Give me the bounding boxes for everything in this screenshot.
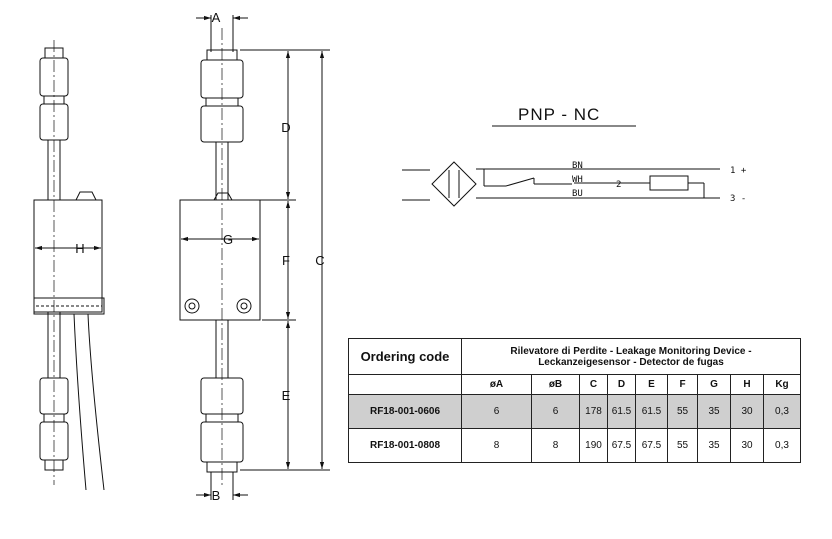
wire-label-bn: BN [572,161,583,171]
table-cell: 178 [579,394,608,429]
column-header: F [667,374,698,395]
ordering-code-cell: RF18-001-0606 [348,394,462,429]
table-cell: 55 [667,394,698,429]
table-cell: 8 [461,428,532,463]
table-cell: 35 [697,394,731,429]
description-line-1: Rilevatore di Perdite - Leakage Monitori… [510,345,752,357]
table-cell: 30 [730,394,764,429]
table-cell: 61.5 [607,394,636,429]
table-row: RF18-001-0606 6 6 178 61.5 61.5 55 35 30… [348,394,802,429]
column-header: øB [531,374,580,395]
column-header: C [579,374,608,395]
table-title-row: Ordering code Rilevatore di Perdite - Le… [348,338,802,375]
table-cell: 67.5 [607,428,636,463]
resistor-label: 2 [616,180,621,190]
ordering-table: Ordering code Rilevatore di Perdite - Le… [348,338,802,463]
left-view [33,40,105,491]
schematic-title: PNP - NC [518,105,600,124]
table-cell: 55 [667,428,698,463]
dim-label-a: A [212,10,221,25]
dim-label-h: H [75,241,84,256]
table-cell: 190 [579,428,608,463]
dim-label-e: E [282,388,291,403]
table-cell: 0,3 [762,394,802,429]
table-cell: 67.5 [635,428,668,463]
column-header: D [607,374,636,395]
product-description: Rilevatore di Perdite - Leakage Monitori… [460,338,802,375]
dim-label-f: F [282,253,290,268]
column-header: øA [461,374,532,395]
table-cell: 30 [730,428,764,463]
table-row: RF18-001-0808 8 8 190 67.5 67.5 55 35 30… [348,428,802,463]
ordering-code-header: Ordering code [348,338,462,375]
wire-label-bu: BU [572,189,583,199]
column-header: H [730,374,764,395]
table-cell: 6 [531,394,580,429]
front-view [179,15,330,500]
table-cell: 8 [531,428,580,463]
table-cell: 35 [697,428,731,463]
dim-label-b: B [212,488,221,503]
table-cell: 6 [461,394,532,429]
terminal-1-label: 1 + [730,166,747,176]
ordering-code-cell: RF18-001-0808 [348,428,462,463]
dim-label-g: G [223,232,233,247]
dim-label-d: D [281,120,290,135]
description-line-2: Leckanzeigesensor - Detector de fugas [538,356,724,368]
terminal-3-label: 3 - [730,194,746,204]
table-cell: 0,3 [762,428,802,463]
dim-label-c: C [315,253,324,268]
table-header-row: øA øB C D E F G H Kg [348,374,802,395]
wire-label-wh: WH [572,175,583,185]
wiring-schematic [402,161,720,207]
column-header: Kg [762,374,802,395]
column-header: G [697,374,731,395]
table-cell: 61.5 [635,394,668,429]
blank-header-cell [348,374,462,395]
column-header: E [635,374,668,395]
